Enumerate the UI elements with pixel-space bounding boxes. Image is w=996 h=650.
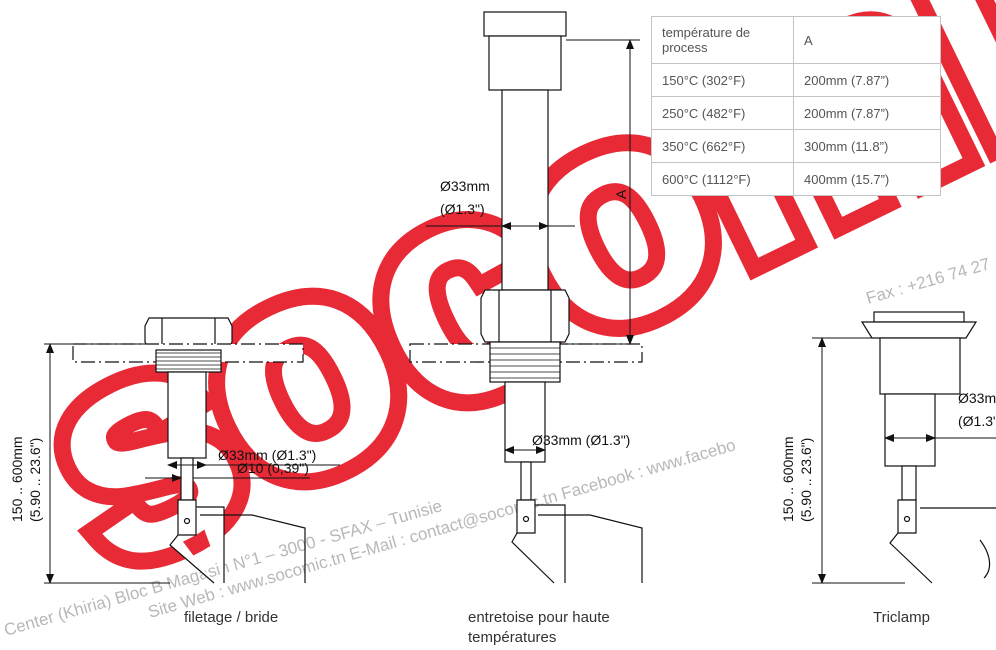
dim-label-left-length-1: 150 .. 600mm [9,436,25,522]
table-row: 150°C (302°F) 200mm (7.87”) [651,63,941,97]
table-header-a: A [793,16,941,64]
dim-label-center-diameter: Ø33mm (Ø1.3") [532,432,630,448]
table-row: 250°C (482°F) 200mm (7.87”) [651,96,941,130]
table-cell-temperature: 350°C (662°F) [651,129,794,163]
dim-label-mid-diameter-2: (Ø1.3") [440,201,485,217]
caption-high-temp-spacer-2: températures [468,629,556,646]
table-cell-length: 300mm (11.8”) [793,129,941,163]
dim-label-a: A [613,189,629,199]
table-cell-length: 200mm (7.87”) [793,96,941,130]
table-cell-temperature: 150°C (302°F) [651,63,794,97]
sensor-triclamp [860,311,996,584]
right-dimensions [812,337,996,584]
caption-triclamp: Triclamp [873,609,930,626]
dim-label-right-length-2: (5.90 .. 23.6") [798,438,814,522]
dim-label-left-diameter: Ø33mm (Ø1.3") [218,447,316,463]
table-header-row: température de process A [651,16,941,64]
caption-threaded-flange: filetage / bride [184,609,278,626]
dim-label-rod-diameter: Ø10 (0,39") [237,460,309,476]
sensor-threaded-flange [72,317,306,584]
table-cell-length: 400mm (15.7”) [793,162,941,196]
table-row: 350°C (662°F) 300mm (11.8”) [651,129,941,163]
temperature-length-table: température de process A 150°C (302°F) 2… [651,16,941,196]
dim-label-mid-diameter-1: Ø33mm [440,178,490,194]
caption-high-temp-spacer-1: entretoise pour haute [468,609,610,626]
dim-label-right-length-1: 150 .. 600mm [780,436,796,522]
dim-label-right-diameter-1: Ø33mm [958,390,996,406]
table-header-temperature: température de process [651,16,794,64]
table-row: 600°C (1112°F) 400mm (15.7”) [651,162,941,196]
table-cell-temperature: 250°C (482°F) [651,96,794,130]
table-cell-length: 200mm (7.87”) [793,63,941,97]
left-dimensions [44,343,340,584]
dim-label-right-diameter-2: (Ø1.3") [958,413,996,429]
dim-label-left-length-2: (5.90 .. 23.6") [27,438,43,522]
table-cell-temperature: 600°C (1112°F) [651,162,794,196]
center-dimensions [426,39,640,454]
